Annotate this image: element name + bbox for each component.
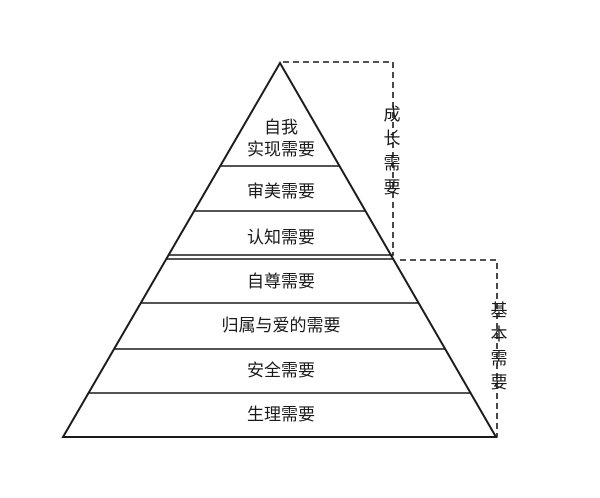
growth-needs-bracket <box>283 61 394 256</box>
basic-char-3: 需 <box>491 349 508 369</box>
tier-cognitive: 认知需要 <box>247 228 315 248</box>
tier-physiological: 生理需要 <box>247 405 315 425</box>
basic-char-1: 基 <box>491 301 508 321</box>
growth-char-1: 成 <box>384 105 401 125</box>
growth-char-2: 长 <box>384 129 401 149</box>
growth-needs-label: 成 长 需 要 <box>384 105 401 198</box>
tier-esteem: 自尊需要 <box>247 272 315 292</box>
tier-labels: 自我 实现需要 审美需要 认知需要 自尊需要 归属与爱的需要 安全需要 生理需要 <box>222 118 341 425</box>
growth-char-3: 需 <box>384 154 401 174</box>
basic-needs-bracket <box>400 259 498 437</box>
tier-self-actualization-line2: 实现需要 <box>247 140 315 160</box>
tier-belonging-love: 归属与爱的需要 <box>222 316 341 336</box>
basic-needs-label: 基 本 需 要 <box>491 301 508 393</box>
growth-char-4: 要 <box>384 178 401 198</box>
tier-dividers <box>88 165 471 394</box>
tier-aesthetic: 审美需要 <box>247 182 315 202</box>
basic-char-2: 本 <box>491 325 508 345</box>
tier-self-actualization-line1: 自我 <box>264 118 298 138</box>
tier-safety: 安全需要 <box>247 361 315 381</box>
pyramid-outline <box>61 61 498 438</box>
basic-char-4: 要 <box>491 373 508 393</box>
